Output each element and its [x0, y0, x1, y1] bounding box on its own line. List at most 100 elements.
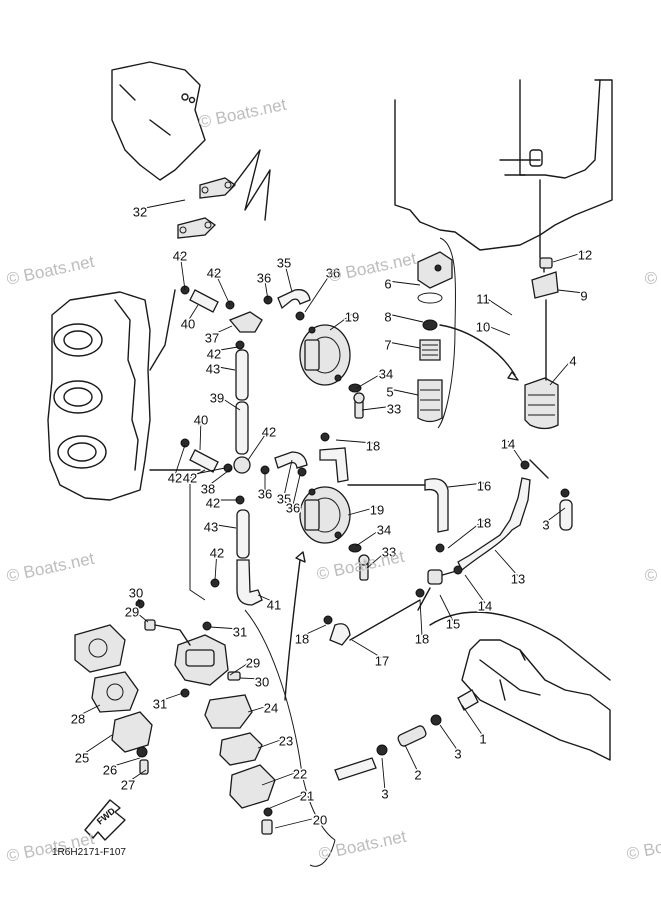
callout-leader-line: [545, 507, 566, 523]
callout-leader-line: [212, 365, 236, 371]
callout-leader-line: [131, 608, 149, 623]
callout-leader-line: [387, 341, 421, 349]
callout-number: 3: [381, 786, 388, 801]
callout-number: 2: [414, 767, 421, 782]
watermark-text: © Boats.net: [5, 252, 96, 289]
callout-leader-line: [214, 549, 218, 581]
gaskets-32: [177, 149, 271, 239]
callout-leader-line: [389, 388, 419, 396]
callout-leader-line: [213, 346, 239, 352]
callout-number: 3: [454, 746, 461, 761]
callout-leader-line: [356, 370, 387, 389]
callout-number: 36: [258, 486, 272, 501]
callout-layer: 1233345678910111213141415161718181818191…: [69, 199, 594, 829]
callout-number: 13: [511, 571, 525, 586]
callout-number: 25: [75, 750, 89, 765]
callout-leader-line: [439, 594, 454, 622]
callout-number: 11: [476, 291, 490, 306]
callout-leader-line: [329, 313, 353, 331]
callout-number: 36: [286, 500, 300, 515]
callout-leader-line: [216, 394, 241, 411]
callout-leader-line: [439, 724, 459, 752]
callout-leader-line: [482, 295, 513, 316]
callout-leader-line: [507, 440, 524, 464]
callout-leader-line: [283, 459, 293, 497]
callout-leader-line: [257, 737, 287, 749]
callout-leader-line: [482, 323, 511, 336]
callout-leader-line: [361, 405, 395, 411]
callout-number: 7: [384, 337, 391, 352]
callout-leader-line: [447, 519, 485, 549]
fuel-pump-lower: [299, 486, 351, 544]
callout-number: 29: [125, 604, 139, 619]
callout-leader-line: [207, 467, 233, 487]
callout-leader-line: [387, 313, 424, 323]
callout-leader-line: [139, 199, 186, 210]
callout-leader-line: [127, 769, 147, 783]
callout-leader-line: [381, 757, 386, 792]
callout-leader-line: [213, 269, 231, 306]
callout-leader-line: [109, 757, 141, 768]
callout-number: 43: [204, 519, 218, 534]
callout-leader-line: [179, 252, 186, 291]
engine-block-outline-top: [111, 61, 206, 181]
callout-leader-line: [77, 704, 101, 717]
callout-number: 3: [542, 517, 549, 532]
callout-leader-line: [283, 259, 293, 293]
screws-33-34: [348, 383, 370, 581]
callout-number: 33: [387, 401, 401, 416]
fwd-arrow-icon: FWD: [84, 799, 126, 841]
callout-leader-line: [247, 704, 272, 713]
callout-leader-line: [269, 792, 308, 809]
callout-number: 18: [366, 438, 380, 453]
watermark-text: © Boats.net: [5, 549, 96, 586]
callout-number: 18: [477, 515, 491, 530]
callout-number: 23: [279, 733, 293, 748]
intake-manifold-outline: [47, 289, 201, 501]
callout-number: 30: [129, 585, 143, 600]
callout-number: 42: [210, 545, 224, 560]
callout-number: 42: [262, 424, 276, 439]
joints-and-clamps: [180, 285, 570, 756]
watermark-text: © Boats.net: [197, 95, 288, 132]
callout-leader-line: [159, 692, 184, 702]
callout-leader-line: [351, 639, 383, 659]
callout-number: 24: [264, 700, 278, 715]
callout-number: 31: [233, 624, 247, 639]
callout-leader-line: [187, 304, 199, 322]
callout-leader-line: [557, 289, 585, 294]
callout-number: 42: [168, 470, 182, 485]
callout-leader-line: [464, 574, 486, 604]
callout-number: 42: [183, 470, 197, 485]
watermark-text: © Boats.net: [643, 549, 661, 586]
callout-number: 18: [415, 631, 429, 646]
callout-leader-line: [552, 251, 586, 263]
callout-number: 20: [313, 812, 327, 827]
callout-leader-line: [189, 467, 226, 476]
callout-leader-line: [461, 704, 484, 737]
fuel-hoses: [189, 289, 573, 781]
callout-leader-line: [404, 744, 419, 773]
fuel-pump-upper: [299, 324, 351, 386]
callout-leader-line: [292, 474, 301, 506]
callout-number: 43: [206, 361, 220, 376]
callout-number: 29: [246, 655, 260, 670]
callout-number: 8: [384, 309, 391, 324]
callout-number: 27: [121, 777, 135, 792]
watermark-layer: © Boats.net © Boats.net © Boats.net © Boats…: [5, 95, 661, 866]
callout-number: 40: [181, 316, 195, 331]
callout-number: 17: [375, 653, 389, 668]
callout-leader-line: [81, 734, 113, 756]
callout-leader-line: [247, 428, 270, 461]
callout-leader-line: [304, 269, 334, 313]
callout-number: 42: [207, 346, 221, 361]
callout-leader-line: [199, 416, 202, 451]
callout-number: 35: [277, 491, 291, 506]
callout-number: 34: [377, 522, 391, 537]
callout-leader-line: [257, 594, 275, 603]
callout-number: 41: [267, 597, 281, 612]
fuel-filter-right: [524, 179, 559, 430]
callout-leader-line: [229, 659, 254, 676]
callout-number: 18: [295, 631, 309, 646]
callout-number: 28: [71, 711, 85, 726]
